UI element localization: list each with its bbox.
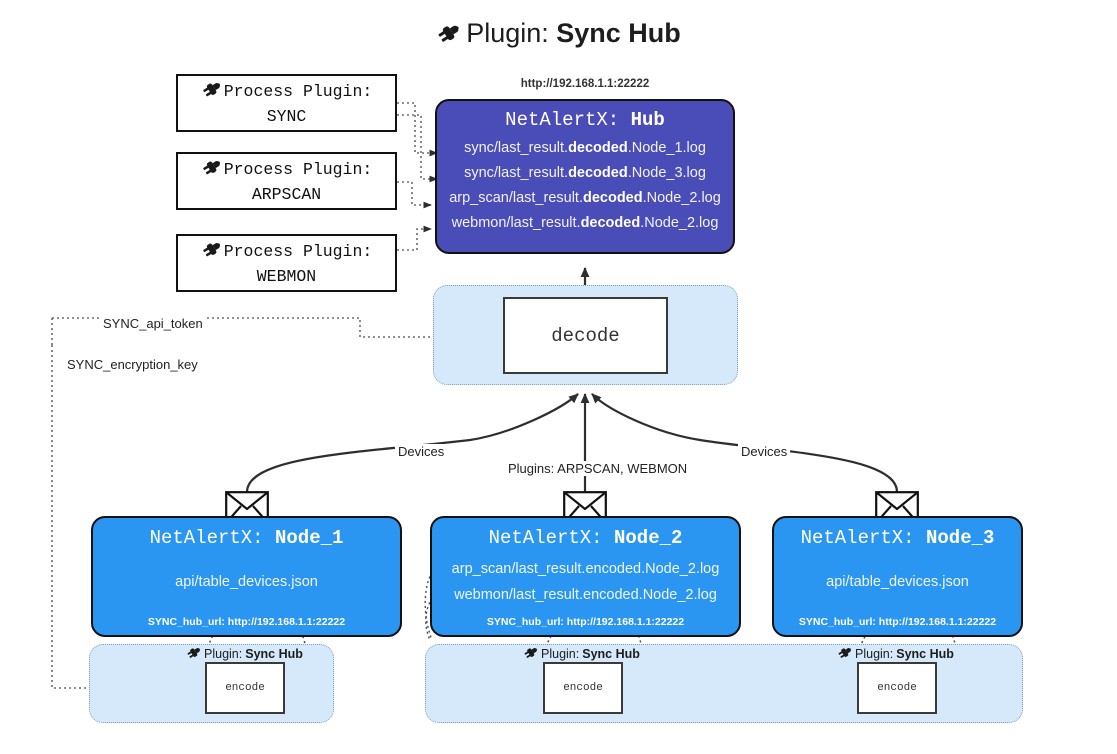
process-plugin-name: WEBMON [256,266,317,286]
plug-icon [523,645,539,663]
process-plugin-box-webmon[interactable]: Process Plugin: WEBMON [176,234,397,292]
plug-icon [837,645,853,663]
edge-label-devices-right: Devices [738,444,791,459]
process-plugin-label: Process Plugin: [223,82,373,102]
encode-box-3[interactable]: encode [857,662,937,714]
encode-plugin-label-3: Plugin: Sync Hub [837,645,954,663]
plug-icon [201,239,223,266]
process-plugin-label: Process Plugin: [223,160,373,180]
page-title-name: Sync Hub [556,18,681,48]
node-box-node-3[interactable]: NetAlertX: Node_3 api/table_devices.json… [772,516,1023,637]
edge-label-api-token: SYNC_api_token [100,316,206,331]
node-box-node-1[interactable]: NetAlertX: Node_1 api/table_devices.json… [91,516,402,637]
plug-icon [201,157,223,184]
page-title: Plugin: Sync Hub [0,18,1117,52]
plug-icon [186,645,202,663]
hub-log-line: sync/last_result.decoded.Node_3.log [464,164,706,181]
node-line: webmon/last_result.encoded.Node_2.log [454,586,717,603]
edge-label-encryption-key: SYNC_encryption_key [64,357,201,372]
hub-log-line: webmon/last_result.decoded.Node_2.log [451,214,719,231]
page-title-prefix: Plugin: [466,18,549,48]
hub-url-label: http://192.168.1.1:22222 [520,78,650,90]
plug-icon [201,79,223,106]
node-footer: SYNC_hub_url: http://192.168.1.1:22222 [798,616,997,628]
decode-box[interactable]: decode [503,297,668,374]
hub-log-line: arp_scan/last_result.decoded.Node_2.log [449,189,721,206]
plug-icon [436,21,462,52]
process-plugin-name: ARPSCAN [251,184,322,204]
edge-label-devices-left: Devices [395,444,448,459]
node-line: api/table_devices.json [175,573,318,590]
hub-title-prefix: NetAlertX: [505,109,620,131]
node-title: NetAlertX: Node_3 [800,527,995,549]
node-footer: SYNC_hub_url: http://192.168.1.1:22222 [147,616,346,628]
encode-plugin-label-2: Plugin: Sync Hub [523,645,640,663]
encode-box-2[interactable]: encode [543,662,623,714]
edge-label-plugins-center: Plugins: ARPSCAN, WEBMON [505,461,691,476]
node-line: api/table_devices.json [826,573,969,590]
process-plugin-box-sync[interactable]: Process Plugin: SYNC [176,74,397,132]
hub-node[interactable]: NetAlertX: Hub sync/last_result.decoded.… [435,99,735,254]
process-plugin-label: Process Plugin: [223,242,373,262]
node-box-node-2[interactable]: NetAlertX: Node_2 arp_scan/last_result.e… [430,516,741,637]
process-plugin-box-arpscan[interactable]: Process Plugin: ARPSCAN [176,152,397,210]
node-title: NetAlertX: Node_1 [149,527,344,549]
hub-title: NetAlertX: Hub [437,109,733,131]
hub-title-name: Hub [630,109,665,131]
node-footer: SYNC_hub_url: http://192.168.1.1:22222 [486,616,685,628]
node-line: arp_scan/last_result.encoded.Node_2.log [451,561,720,578]
process-plugin-name: SYNC [266,106,307,126]
encode-box-1[interactable]: encode [205,662,285,714]
hub-log-line: sync/last_result.decoded.Node_1.log [464,140,706,156]
encode-plugin-label-1: Plugin: Sync Hub [186,645,303,663]
node-title: NetAlertX: Node_2 [488,527,683,549]
